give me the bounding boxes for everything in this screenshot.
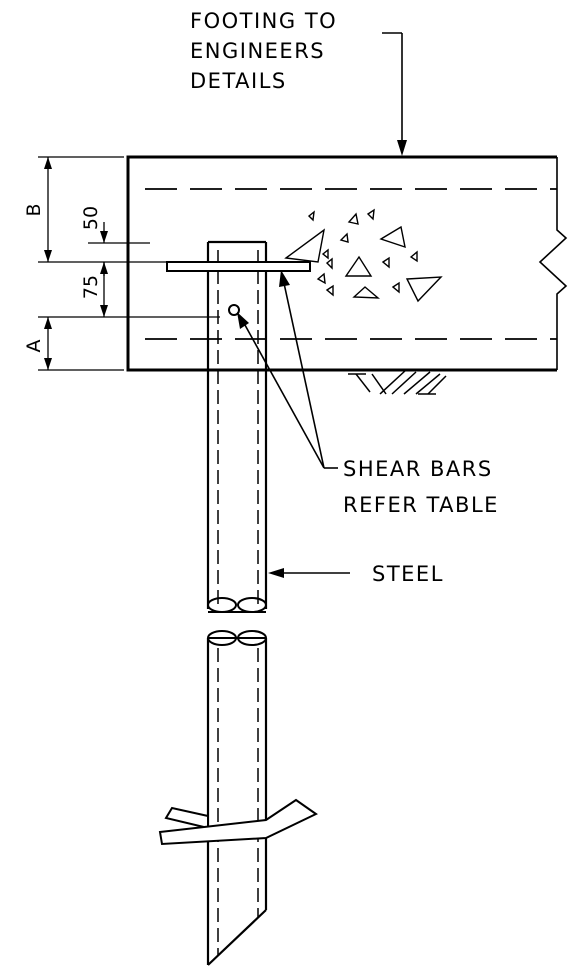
steel-pile-upper bbox=[206, 240, 268, 613]
footing-slab bbox=[126, 155, 568, 372]
dimension-arrowheads bbox=[44, 157, 108, 370]
dim-75-label: 75 bbox=[80, 275, 102, 299]
dim-a-label: A bbox=[23, 340, 45, 353]
steel-pile-lower bbox=[206, 630, 268, 966]
shear-plate bbox=[166, 261, 311, 272]
shear-bar bbox=[228, 304, 240, 316]
footing-label-line2: ENGINEERS bbox=[190, 39, 325, 63]
concrete-aggregate bbox=[284, 208, 443, 303]
shear-bars-label-line2: REFER TABLE bbox=[343, 493, 499, 517]
helix-blade bbox=[158, 798, 318, 846]
ground-hatch bbox=[348, 369, 447, 395]
steel-label: STEEL bbox=[372, 562, 444, 586]
leader-arrowheads bbox=[237, 140, 407, 578]
dim-50-label: 50 bbox=[80, 206, 102, 230]
footing-label-line3: DETAILS bbox=[190, 69, 287, 93]
shear-bars-label-line1: SHEAR BARS bbox=[343, 457, 493, 481]
leaders bbox=[239, 32, 403, 574]
footing-label-line1: FOOTING TO bbox=[190, 9, 337, 33]
dim-b-label: B bbox=[23, 203, 45, 216]
